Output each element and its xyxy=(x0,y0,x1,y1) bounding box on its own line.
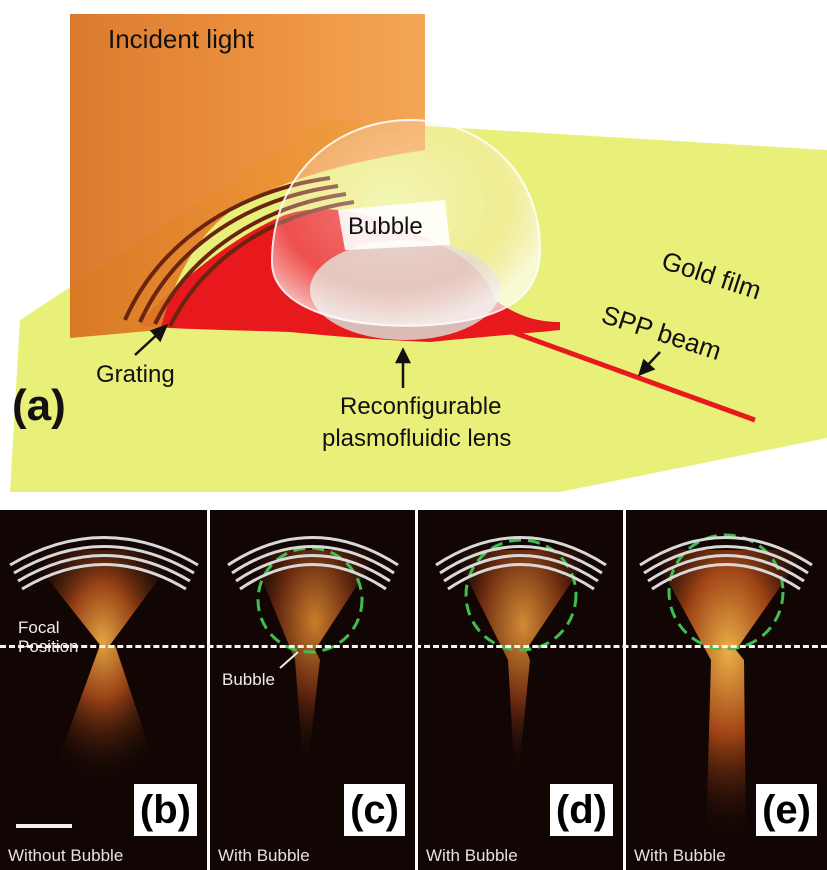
schematic-panel-a: Incident light Bubble Gold film SPP beam… xyxy=(10,14,827,492)
annotation-arrows xyxy=(134,323,661,388)
bubble-label-patch xyxy=(338,200,450,250)
panel-b-caption: Without Bubble xyxy=(8,846,124,865)
bubble-outline-d xyxy=(464,538,578,652)
grating-d xyxy=(435,536,607,591)
grating-c xyxy=(227,536,399,591)
panel-c-letter: (c) xyxy=(344,784,405,836)
bubble-outline-c xyxy=(256,546,364,654)
grating-label: Grating xyxy=(96,361,175,388)
focused-beam-b xyxy=(25,550,180,810)
panel-e-letter: (e) xyxy=(756,784,817,836)
incident-light-label: Incident light xyxy=(108,24,255,54)
bubble-label: Bubble xyxy=(348,213,423,240)
bubble-outline-e xyxy=(667,533,785,651)
focal-label-line1: Focal xyxy=(18,618,60,637)
panel-d-letter: (d) xyxy=(549,784,613,836)
grating-b xyxy=(9,536,199,591)
focal-position-dashed-line xyxy=(0,645,827,648)
panel-e: (e) With Bubble xyxy=(626,510,827,870)
bubble-pointer xyxy=(279,651,299,669)
lens-label-line1: Reconfigurable xyxy=(340,393,501,420)
panel-c: Bubble (c) With Bubble xyxy=(210,510,415,870)
panel-d: (d) With Bubble xyxy=(418,510,623,870)
panel-b: Focal Position (b) Without Bubble xyxy=(0,510,207,870)
panel-e-caption: With Bubble xyxy=(634,846,726,865)
focal-position-label: Focal Position xyxy=(18,618,78,656)
bubble-pointer-label: Bubble xyxy=(222,670,275,689)
spp-beam-line xyxy=(489,321,756,423)
beam-e xyxy=(651,550,806,840)
lens-label-line2: plasmofluidic lens xyxy=(322,425,511,452)
microscopy-panels: Focal Position (b) Without Bubble Bubble xyxy=(0,510,827,870)
beam-c xyxy=(250,550,380,790)
grating-e xyxy=(639,536,813,591)
beam-d xyxy=(453,550,593,800)
panel-c-caption: With Bubble xyxy=(218,846,310,865)
panel-a-letter: (a) xyxy=(12,381,66,430)
scale-bar xyxy=(16,824,72,828)
panel-b-letter: (b) xyxy=(133,784,197,836)
incident-light-sheet xyxy=(70,14,425,338)
panel-d-caption: With Bubble xyxy=(426,846,518,865)
